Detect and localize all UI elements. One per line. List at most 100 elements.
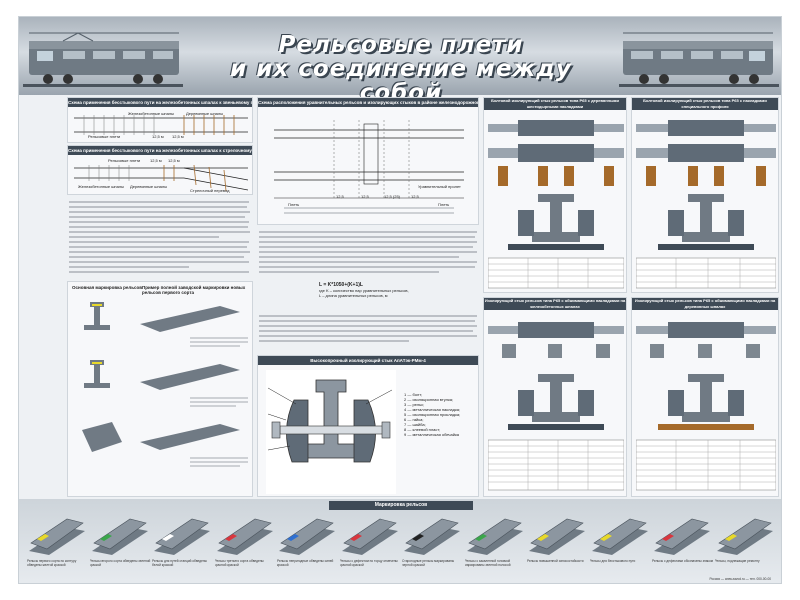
dim-label-2: 12,5 [361, 194, 369, 199]
label-switch: Стрелочный перевод [190, 188, 230, 193]
section-scheme-switch: Схема применения бесстыкового пути на же… [67, 145, 253, 195]
marking-stripe [287, 534, 299, 541]
label-length-2: 12,5 м [172, 134, 184, 139]
dim-label-1: 12,5 [336, 194, 344, 199]
formula-line-3: L – длина уравнительных рельсов, м [319, 293, 388, 298]
scheme-switch-diagram [74, 164, 248, 192]
rail-piece-illustration [216, 518, 273, 555]
crossing-scheme-diagram [274, 120, 464, 214]
legend-item: 5 — изоляционная прокладка; [404, 412, 461, 417]
rail-piece-illustration [529, 518, 585, 555]
label-rail-strings: Рельсовые плети [108, 158, 141, 163]
section-joint-wooden-plates: Болтовой изолирующий стык рельсов типа Р… [483, 97, 627, 293]
rail-marking-caption: Рельсы с закаленной головкой маркированы… [464, 559, 511, 567]
formula-line-2: где K – количество пар уравнительных рел… [319, 288, 409, 293]
section-title: Изолирующий стык рельсов типа Р65 с обжи… [632, 298, 778, 310]
dim-label-3: 12,5 (25) [384, 194, 401, 199]
section-joint-special-plates: Болтовой изолирующий стык рельсов типа Р… [631, 97, 779, 293]
rail-marking-caption: Рельсы непригодные обведены синей краско… [277, 559, 334, 567]
legend-item: 8 — клеевой пласт; [404, 427, 441, 432]
rail-piece-illustration [279, 518, 335, 555]
locomotive-right-illustration [619, 32, 779, 87]
label-rail-strings: Рельсовые плети [88, 134, 121, 139]
rail-marking-caption: Рельсы второго сорта обведены зеленой кр… [89, 559, 151, 567]
left-text-block [69, 199, 251, 279]
rail-marking-item: Старогодные рельсы маркированы черной кр… [402, 513, 464, 583]
rail-marking-item: Рельсы для бесстыкового пути [590, 513, 652, 583]
insulated-joint-cross-section [266, 370, 396, 494]
legend-item: 2 — изоляционная втулка; [404, 397, 454, 402]
new-rail-heading: Пример полной заводской маркировки новых… [142, 285, 246, 295]
dim-label-4: 12,5 [411, 194, 419, 199]
section-title: Болтовой изолирующий стык рельсов типа Р… [632, 98, 778, 110]
poster: Рельсовые плети и их соединение между со… [18, 16, 782, 584]
section-joint-clamp-concrete: Изолирующий стык рельсов типа Р65 с обжи… [483, 297, 627, 497]
rail-piece-illustration [466, 518, 523, 555]
rail-piece-illustration [154, 518, 210, 555]
section-title: Схема расположения уравнительных рельсов… [258, 98, 478, 107]
rail-marking-item: Рельсы с дефектом по торцу отмечены крас… [340, 513, 402, 583]
legend-item: 4 — металлическая накладка; [404, 407, 461, 412]
marking-stripe [662, 534, 674, 541]
rail-profile-illustrations [82, 302, 122, 452]
label-wooden-sleepers: Деревянные шпалы [130, 184, 168, 189]
label-concrete-sleepers: Железобетонные шпалы [78, 184, 125, 189]
poster-footer: Россия — www.zavod.ru — тел. 000-00-00 [709, 577, 771, 581]
formula-block: L = K*1050+(K+1)L где K – количество пар… [319, 282, 459, 299]
joint-clamp-wooden-drawing [636, 322, 776, 491]
marking-stripe [724, 534, 737, 541]
section-title: Изолирующий стык рельсов типа Р65 с обжи… [484, 298, 626, 310]
section-insulated-joint: Высокопрочный изолирующий стык АпАТэк-РМ… [257, 355, 479, 497]
text-lines-placeholder [69, 201, 250, 273]
rail-marking-item: Рельсы непригодные обведены синей краско… [277, 513, 339, 583]
rail-marking-caption: Рельсы для путей станций обведены белой … [152, 559, 207, 567]
rail-piece-illustration [591, 518, 648, 555]
rail-marking-caption: Рельсы первого сорта по контуру обведены… [27, 559, 77, 567]
joint-wooden-plates-drawing [488, 120, 624, 289]
section-title: Высокопрочный изолирующий стык АпАТэк-РМ… [258, 356, 478, 365]
rail-marking-caption: Рельсы с дефектами обозначены знаком [652, 559, 713, 563]
rail-piece-illustration [29, 518, 85, 555]
section-title: Болтовой изолирующий стык рельсов типа Р… [484, 98, 626, 110]
rail-marking-item: Рельсы с дефектами обозначены знаком [652, 513, 714, 583]
rail-marking-caption: Рельсы, подлежащие ремонту [714, 559, 760, 563]
formula-line-1: L = K*1050+(K+1)L [319, 282, 363, 288]
marking-stripe [162, 534, 174, 541]
insulated-joint-legend: 1 — болт; 2 — изоляционная втулка; 3 — р… [404, 392, 476, 437]
section-crossing-scheme: Схема расположения уравнительных рельсов… [257, 97, 479, 225]
poster-header: Рельсовые плети и их соединение между со… [19, 17, 781, 105]
rail-marking-band-title: Маркировка рельсов [329, 501, 473, 510]
middle-text-block [259, 229, 479, 299]
section-joint-clamp-wooden: Изолирующий стык рельсов типа Р65 с обжи… [631, 297, 779, 497]
label-length-1: 12,5 м [150, 158, 162, 163]
text-lines-placeholder [259, 231, 477, 273]
rail-marking-item: Рельсы второго сорта обведены зеленой кр… [90, 513, 152, 583]
legend-item: 6 — гайка; [404, 417, 424, 422]
label-concrete-sleepers: Железобетонные шпалы [128, 111, 175, 116]
rail-marking-heading: Основная маркировка рельсов [72, 285, 143, 290]
title-line-1: Рельсовые плети [278, 32, 524, 58]
marking-stripe [99, 534, 112, 541]
label-string-right: Плеть [438, 202, 450, 207]
label-equalizing-span: Уравнительный пролет [418, 184, 461, 189]
rail-piece-illustration [404, 518, 460, 555]
rail-marking-item: Рельсы первого сорта по контуру обведены… [27, 513, 89, 583]
section-title: Схема применения бесстыкового пути на же… [68, 146, 252, 155]
poster-title: Рельсовые плети и их соединение между со… [189, 33, 613, 105]
marking-stripe [349, 534, 362, 541]
rail-marking-caption: Старогодные рельсы маркированы черной кр… [402, 559, 455, 567]
joint-clamp-concrete-drawing [488, 322, 624, 491]
marking-stripe [224, 534, 237, 541]
locomotive-left-illustration [23, 32, 183, 87]
marking-stripe [599, 534, 612, 541]
rail-marking-item: Рельсы повышенной износостойкости [527, 513, 589, 583]
label-length-2: 12,5 м [168, 158, 180, 163]
rail-marking-caption: Рельсы для бесстыкового пути [589, 559, 636, 563]
marking-stripe [537, 534, 549, 541]
text-lines-placeholder [259, 315, 477, 342]
marking-stripe [37, 534, 49, 541]
section-scheme-link-track: Схема применения бесстыкового пути на же… [67, 97, 253, 143]
marking-stripe [412, 534, 424, 541]
legend-item: 1 — болт; [404, 392, 423, 397]
rail-marking-item: Рельсы с закаленной головкой маркированы… [465, 513, 527, 583]
